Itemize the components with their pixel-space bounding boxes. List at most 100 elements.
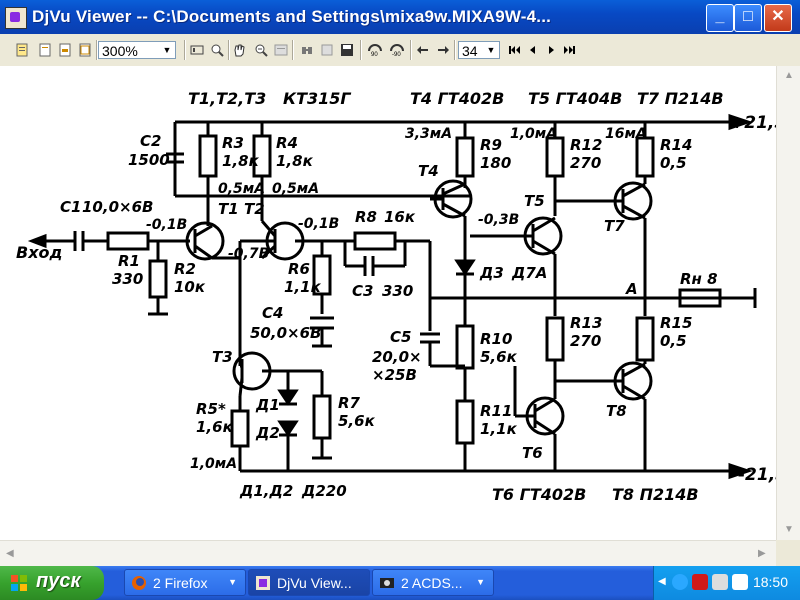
label-r12: R12 [570, 136, 602, 154]
title-bar[interactable]: DjVu Viewer -- C:\Documents and Settings… [0, 0, 800, 34]
label-t3: Т3 [212, 348, 233, 366]
scroll-down-icon[interactable]: ▼ [784, 524, 794, 535]
open-file-icon[interactable] [16, 43, 30, 57]
export-icon[interactable] [320, 43, 334, 57]
task-firefox[interactable]: 2 Firefox ▼ [124, 569, 246, 596]
save-icon[interactable] [340, 43, 354, 57]
label-r11: R11 [480, 402, 512, 420]
maximize-button[interactable]: □ [734, 4, 762, 32]
zoom-combo[interactable]: 300% ▼ [98, 41, 176, 59]
rotate-right-icon[interactable]: -90 [388, 43, 406, 57]
zoom-value: 300% [102, 43, 138, 59]
label-r7-value: 5,6к [338, 412, 376, 430]
djvu-app-icon[interactable] [5, 7, 27, 29]
label-minus-rail: -21,5 [738, 465, 776, 485]
text-tool-icon[interactable] [274, 43, 288, 57]
fit-page-icon[interactable] [78, 43, 92, 57]
page-width-icon[interactable] [58, 43, 72, 57]
language-icon[interactable] [712, 574, 728, 590]
task-label: 2 Firefox [153, 575, 208, 591]
label-d220: Д220 [301, 482, 347, 500]
window-title: DjVu Viewer -- C:\Documents and Settings… [32, 7, 552, 26]
horizontal-scrollbar[interactable]: ◀ ▶ [0, 540, 776, 567]
label-current-t2: 0,5мА [272, 181, 319, 197]
schematic-labels: T1,T2,T3 КТ315Г Т4 ГТ402В Т5 ГТ404В Т7 П… [16, 89, 776, 504]
text-select-icon[interactable] [190, 43, 204, 57]
label-r2: R2 [174, 260, 196, 278]
scroll-up-icon[interactable]: ▲ [784, 70, 794, 81]
label-r2-value: 10к [174, 278, 206, 296]
circuit-schematic: T1,T2,T3 КТ315Г Т4 ГТ402В Т5 ГТ404В Т7 П… [16, 89, 776, 504]
zoom-in-icon[interactable] [210, 43, 224, 57]
label-node-a: А [625, 280, 638, 298]
label-r4-value: 1,8к [276, 152, 314, 170]
chevron-down-icon[interactable]: ▼ [162, 45, 172, 55]
label-t5: Т5 [524, 192, 545, 210]
task-djvu[interactable]: DjVu View... [248, 569, 370, 596]
vertical-scrollbar[interactable]: ▲ ▼ [776, 66, 800, 540]
acdsee-icon [380, 578, 394, 588]
label-voltage-t2: -0,1В [298, 216, 339, 232]
label-voltage-t1-base: -0,1В [146, 217, 187, 233]
label-r15: R15 [660, 314, 692, 332]
label-r9-value: 180 [480, 154, 511, 172]
label-r4: R4 [276, 134, 298, 152]
label-c4-value: 50,0×6В [250, 324, 321, 342]
label-c1-value: 10,0×6В [82, 198, 153, 216]
chevron-down-icon: ▼ [476, 577, 485, 587]
back-arrow-icon[interactable] [416, 43, 430, 57]
hand-tool-icon[interactable] [232, 43, 246, 57]
find-icon[interactable] [300, 43, 314, 57]
task-acdsee[interactable]: 2 ACDS... ▼ [372, 569, 494, 596]
volume-icon[interactable] [732, 574, 748, 590]
label-d1d2: Д1,Д2 [239, 482, 293, 500]
zoom-rect-icon[interactable] [254, 43, 268, 57]
svg-text:90: 90 [371, 52, 378, 57]
scroll-right-icon[interactable]: ▶ [758, 548, 766, 559]
tray-expand-icon[interactable]: ◀ [658, 576, 666, 587]
rotate-left-icon[interactable]: 90 [366, 43, 384, 57]
label-t4-type: Т4 ГТ402В [410, 89, 504, 108]
network-icon[interactable] [672, 574, 688, 590]
prev-page-icon[interactable] [526, 43, 540, 57]
schematic-wires [27, 113, 757, 480]
label-current-t3: 1,0мА [190, 456, 237, 472]
label-t8: Т8 [606, 402, 627, 420]
scroll-left-icon[interactable]: ◀ [6, 548, 14, 559]
page-combo[interactable]: 34 ▼ [458, 41, 500, 59]
label-current-t7: 16мА [605, 126, 647, 142]
task-label: DjVu View... [277, 575, 352, 591]
label-voltage-t3: -0,7В [228, 246, 269, 262]
taskbar: пуск 2 Firefox ▼ DjVu View... 2 ACDS... … [0, 566, 800, 600]
page-view-icon[interactable] [38, 43, 52, 57]
first-page-icon[interactable] [508, 43, 522, 57]
label-plus-rail: +21,5 [730, 113, 776, 133]
label-t1: Т1 [218, 200, 239, 218]
last-page-icon[interactable] [562, 43, 576, 57]
minimize-button[interactable]: _ [706, 4, 734, 32]
label-t6: Т6 [522, 444, 543, 462]
label-r6-value: 1,1к [284, 278, 322, 296]
start-button[interactable]: пуск [0, 566, 104, 600]
label-r10: R10 [480, 330, 512, 348]
clock: 18:50 [752, 574, 788, 590]
antivirus-icon[interactable] [692, 574, 708, 590]
label-r5-value: 1,6к [196, 418, 234, 436]
toolbar-separator [454, 40, 456, 60]
document-canvas[interactable]: T1,T2,T3 КТ315Г Т4 ГТ402В Т5 ГТ404В Т7 П… [0, 66, 776, 540]
close-button[interactable]: ✕ [764, 4, 792, 32]
label-d3: Д3 [479, 264, 504, 282]
label-c2: С2 [140, 132, 161, 150]
chevron-down-icon[interactable]: ▼ [486, 45, 496, 55]
label-r13: R13 [570, 314, 602, 332]
label-r3: R3 [222, 134, 244, 152]
forward-arrow-icon[interactable] [436, 43, 450, 57]
label-t7-type: Т7 П214В [637, 89, 724, 108]
label-r9: R9 [480, 136, 502, 154]
label-r1-value: 330 [112, 270, 143, 288]
label-c3-value: 330 [382, 282, 413, 300]
label-t2: Т2 [244, 200, 265, 218]
label-t123: T1,T2,T3 [188, 89, 266, 108]
next-page-icon[interactable] [544, 43, 558, 57]
toolbar-separator [184, 40, 186, 60]
